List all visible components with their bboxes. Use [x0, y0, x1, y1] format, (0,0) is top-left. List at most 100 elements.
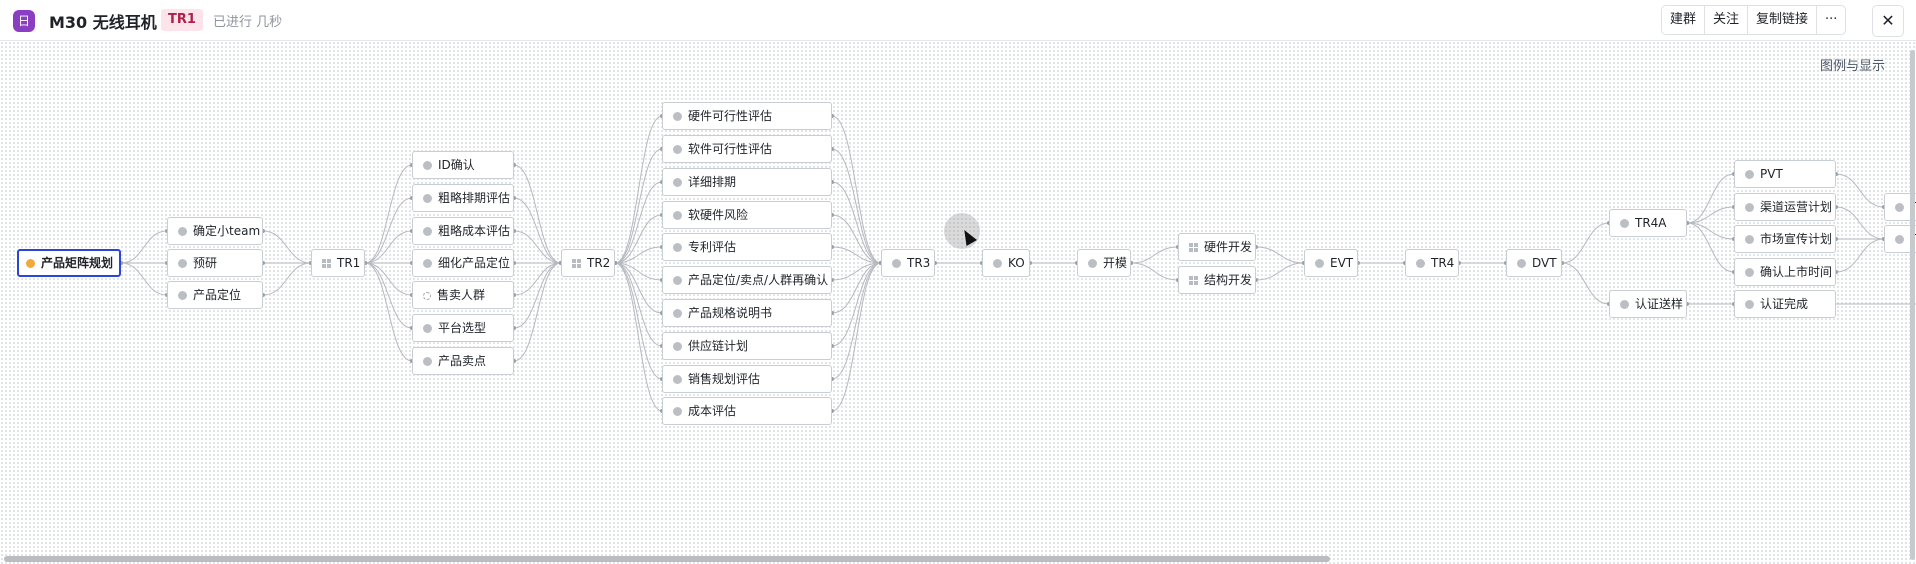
node-launch-time[interactable]: 确认上市时间 — [1734, 258, 1836, 286]
create-group-button[interactable]: 建群 — [1662, 6, 1706, 34]
node-patent-eval[interactable]: 专利评估 — [662, 233, 832, 261]
copy-link-button[interactable]: 复制链接 — [1748, 6, 1818, 34]
node-struct-dev[interactable]: 结构开发 — [1178, 266, 1256, 294]
node-channel-plan[interactable]: 渠道运营计划 — [1734, 193, 1836, 221]
edge-connector — [614, 115, 663, 264]
node-product-matrix-planning[interactable]: 产品矩阵规划 — [17, 249, 121, 277]
edge-connector — [513, 197, 562, 264]
follow-button[interactable]: 关注 — [1705, 6, 1749, 34]
edge-connector — [364, 197, 413, 264]
edge-connector — [1835, 238, 1885, 273]
edge-connector — [364, 230, 413, 264]
legend-display-link[interactable]: 图例与显示 — [1820, 59, 1886, 74]
node-reconfirm[interactable]: 产品定位/卖点/人群再确认 — [662, 266, 832, 294]
flow-canvas[interactable]: 产品矩阵规划 确定小team 预研 产品定位 TR1 ID确认 粗略排期评估 粗… — [0, 41, 1916, 564]
edge-connector — [831, 262, 882, 380]
node-tr3[interactable]: TR3 — [881, 249, 935, 277]
milestone-grid-icon — [572, 259, 581, 268]
node-target-customers[interactable]: 售卖人群 — [412, 281, 514, 309]
node-supply-chain-plan[interactable]: 供应链计划 — [662, 332, 832, 360]
edge-connector — [120, 230, 168, 264]
status-dot-icon — [26, 259, 35, 268]
status-dot-icon — [1620, 219, 1629, 228]
node-hw-feasibility[interactable]: 硬件可行性评估 — [662, 102, 832, 130]
milestone-grid-icon — [322, 259, 331, 268]
milestone-grid-icon — [1189, 276, 1198, 285]
edge-connector — [1686, 173, 1735, 224]
status-dot-icon — [673, 112, 682, 121]
edge-connector — [364, 262, 413, 362]
project-title: M30 无线耳机 — [49, 13, 157, 32]
status-dot-icon — [673, 342, 682, 351]
node-marketing-plan[interactable]: 市场宣传计划 — [1734, 225, 1836, 253]
status-dot-icon — [673, 243, 682, 252]
edge-connector — [513, 230, 562, 264]
status-dot-icon — [178, 291, 187, 300]
node-cert-submit[interactable]: 认证送样 — [1609, 290, 1687, 318]
status-dot-icon — [892, 259, 901, 268]
node-selling-points[interactable]: 产品卖点 — [412, 347, 514, 375]
node-cert-done[interactable]: 认证完成 — [1734, 290, 1836, 318]
status-dot-icon — [1517, 259, 1526, 268]
node-detailed-schedule[interactable]: 详细排期 — [662, 168, 832, 196]
edge-connector — [831, 246, 882, 264]
edge-connector — [614, 262, 663, 314]
edge-connector — [614, 262, 663, 347]
status-dot-icon — [1745, 268, 1754, 277]
node-hw-sw-risk[interactable]: 软硬件风险 — [662, 201, 832, 229]
node-rough-schedule-eval[interactable]: 粗略排期评估 — [412, 184, 514, 212]
node-rough-cost-eval[interactable]: 粗略成本评估 — [412, 217, 514, 245]
edge-connector — [1255, 246, 1305, 264]
node-tr2[interactable]: TR2 — [561, 249, 615, 277]
node-mold-open[interactable]: 开模 — [1077, 249, 1131, 277]
edge-connector — [614, 246, 663, 264]
status-dot-icon — [673, 309, 682, 318]
node-pre-research[interactable]: 预研 — [167, 249, 263, 277]
more-icon[interactable]: ··· — [1825, 12, 1838, 27]
edge-connector — [1686, 222, 1735, 240]
horizontal-scrollbar[interactable] — [4, 556, 1330, 562]
status-dot-icon — [1895, 203, 1904, 212]
close-icon[interactable]: ✕ — [1872, 5, 1904, 37]
node-evt[interactable]: EVT — [1304, 249, 1358, 277]
node-id-confirm[interactable]: ID确认 — [412, 151, 514, 179]
node-refine-positioning[interactable]: 细化产品定位 — [412, 249, 514, 277]
edge-connector — [831, 262, 882, 314]
status-dot-icon — [423, 259, 432, 268]
node-product-positioning[interactable]: 产品定位 — [167, 281, 263, 309]
status-dot-icon — [178, 259, 187, 268]
project-app-icon: 日 — [13, 10, 35, 32]
status-dot-icon — [1745, 300, 1754, 309]
node-spec-doc[interactable]: 产品规格说明书 — [662, 299, 832, 327]
node-sales-plan-eval[interactable]: 销售规划评估 — [662, 365, 832, 393]
status-dot-icon — [673, 211, 682, 220]
status-dot-icon — [1745, 235, 1754, 244]
node-sw-feasibility[interactable]: 软件可行性评估 — [662, 135, 832, 163]
node-dvt[interactable]: DVT — [1506, 249, 1562, 277]
status-dot-icon — [178, 227, 187, 236]
node-confirm-team[interactable]: 确定小team — [167, 217, 263, 245]
status-dot-icon — [1745, 170, 1754, 179]
node-platform-selection[interactable]: 平台选型 — [412, 314, 514, 342]
milestone-grid-icon — [1189, 243, 1198, 252]
vertical-scrollbar[interactable] — [1910, 50, 1915, 560]
node-hw-dev[interactable]: 硬件开发 — [1178, 233, 1256, 261]
edge-connector — [513, 262, 562, 362]
status-dot-icon — [1895, 235, 1904, 244]
status-dot-icon — [1416, 259, 1425, 268]
node-cost-eval[interactable]: 成本评估 — [662, 397, 832, 425]
edge-connector — [831, 262, 882, 281]
node-tr4[interactable]: TR4 — [1405, 249, 1459, 277]
edge-connector — [831, 115, 882, 264]
node-tr4a[interactable]: TR4A — [1609, 209, 1687, 237]
edge-connector — [1130, 246, 1179, 264]
status-dot-icon — [993, 259, 1002, 268]
node-tr1[interactable]: TR1 — [311, 249, 365, 277]
edge-connector — [614, 262, 663, 412]
edge-connector — [831, 262, 882, 412]
edge-connector — [614, 181, 663, 264]
edge-connector — [1835, 206, 1885, 240]
edge-connector — [513, 164, 562, 264]
node-ko[interactable]: KO — [982, 249, 1030, 277]
node-pvt[interactable]: PVT — [1734, 160, 1836, 188]
